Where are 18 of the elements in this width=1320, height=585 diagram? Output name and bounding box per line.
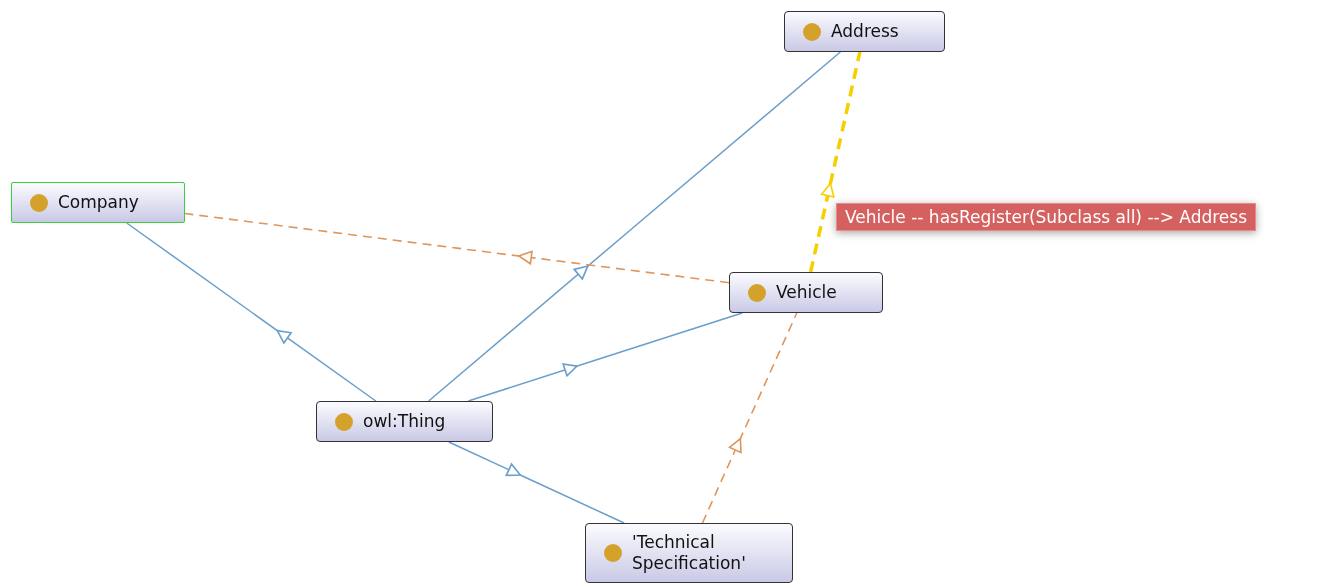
arrow — [808, 51, 862, 273]
edge-label: Vehicle -- hasRegister(Subclass all) --> Address — [836, 203, 1257, 231]
arrow — [701, 312, 798, 524]
arrow — [467, 312, 743, 402]
arrow — [448, 441, 625, 524]
class-node — [729, 272, 883, 313]
class-name: Company — [58, 192, 139, 213]
arrow — [427, 51, 842, 402]
class-node — [316, 401, 493, 442]
class-name: Address — [831, 21, 899, 42]
class-node — [784, 11, 945, 52]
class-node — [11, 182, 185, 223]
class-name: owl:Thing — [363, 411, 446, 432]
arrow — [125, 222, 377, 402]
arrow — [184, 212, 730, 284]
class-name: Vehicle — [776, 282, 837, 303]
class-name: 'Technical Specification' — [632, 532, 747, 574]
class-node — [585, 523, 793, 583]
